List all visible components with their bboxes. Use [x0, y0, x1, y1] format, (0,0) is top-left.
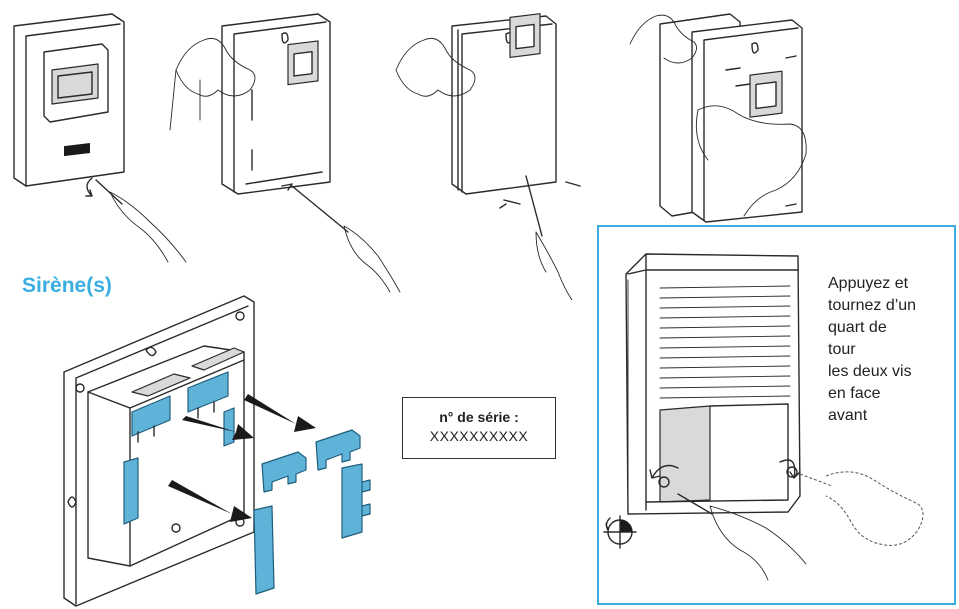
instruction-line: Appuyez et	[828, 275, 909, 292]
rotate-arrow-left-icon	[649, 464, 679, 479]
siren-grille	[659, 285, 791, 399]
arrow-3	[168, 480, 252, 522]
instruction-line: tour	[828, 341, 856, 358]
serial-number-value: XXXXXXXXXX	[429, 428, 529, 444]
instruction-text: Appuyez et tournez d’un quart de tour le…	[828, 273, 954, 427]
opening-steps-illustration: legrand	[13, 13, 581, 300]
serial-number-label: n° de série : XXXXXXXXXX	[402, 397, 556, 459]
step2-hand-and-plate	[169, 13, 401, 293]
arrow-1	[182, 416, 254, 440]
siren-front-illustration	[603, 253, 924, 581]
instruction-line: avant	[828, 407, 868, 424]
siren-base-plate-illustration	[63, 295, 371, 607]
arrow-2	[244, 394, 316, 432]
clip-part-1	[261, 451, 307, 493]
clip-part-4	[253, 505, 275, 595]
step3-separating-plate	[395, 13, 581, 300]
right-screw-icon	[786, 466, 798, 478]
instruction-line: en face	[828, 385, 881, 402]
instruction-line: les deux vis	[828, 363, 912, 380]
logo-badge	[64, 142, 90, 157]
instruction-line: quart de	[828, 319, 887, 336]
quarter-turn-icon	[603, 515, 637, 549]
clip-part-2	[315, 429, 361, 471]
section-title: Sirène(s)	[22, 274, 112, 297]
serial-number-caption: n° de série :	[439, 409, 519, 425]
left-screw-icon	[658, 476, 670, 488]
step4-opened-unit-illustration	[629, 13, 807, 223]
rotate-arrow-right-icon	[779, 459, 801, 479]
product-logo-text: legrand	[67, 136, 87, 144]
step1-closed-unit: legrand	[13, 13, 187, 263]
instruction-line: tournez d’un	[828, 297, 917, 314]
clip-part-3	[341, 463, 371, 539]
